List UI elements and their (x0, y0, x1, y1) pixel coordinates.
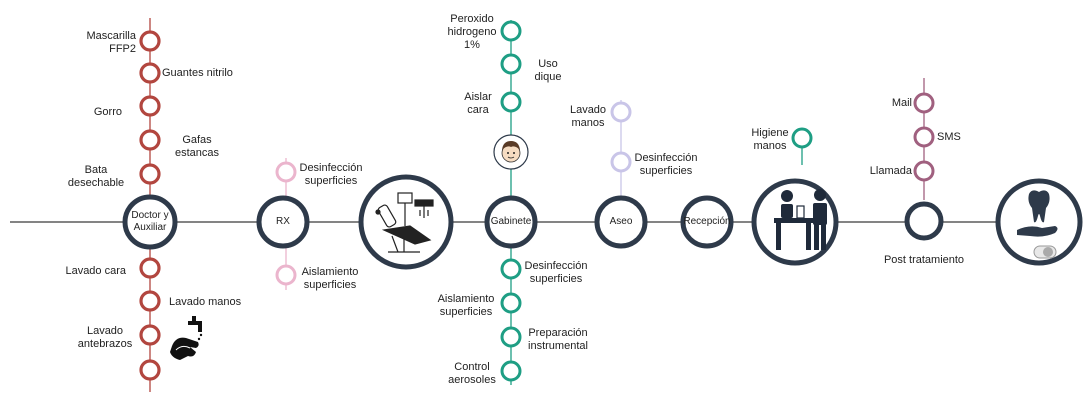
tooth-hand-icon (1017, 190, 1058, 259)
label-lavado-antebrazos: Lavado antebrazos (77, 325, 133, 350)
branch-dot-higiene (791, 127, 813, 149)
label-rx-aislamiento: Aislamiento superficies (301, 266, 359, 291)
aseo-branch-circles (610, 101, 632, 173)
label-higiene: Higiene manos (751, 127, 789, 152)
label-llamada: Llamada (869, 165, 912, 177)
label-mail: Mail (891, 97, 912, 109)
branch-dot-peroxido (500, 20, 522, 42)
branch-dot-rx-desinfeccion (275, 161, 297, 183)
branch-dot-aseo-lavado (610, 101, 632, 123)
branch-dot-guantes (139, 62, 161, 84)
label-control: Control aerosoles (448, 361, 496, 386)
label-sms: SMS (937, 131, 961, 143)
branch-dot-dique (500, 53, 522, 75)
label-aislar-cara: Aislar cara (464, 91, 492, 116)
node-post (904, 201, 944, 241)
branch-dot-gorro (139, 95, 161, 117)
branch-dot-rx-aislamiento (275, 264, 297, 286)
node-aseo (594, 195, 648, 249)
reception-desk-icon (774, 189, 827, 250)
gabinete-branch-circles (500, 20, 522, 382)
node-recepcion (680, 195, 734, 249)
label-aseo-lavado: Lavado manos (569, 104, 607, 129)
rx-branch-circles (275, 161, 297, 286)
doctor-branch-circles (139, 30, 161, 381)
handwash-icon (170, 316, 203, 360)
label-lavado-cara: Lavado cara (65, 265, 126, 277)
branch-dot-llamada (913, 160, 935, 182)
branch-dot-gab-desinfeccion (500, 258, 522, 280)
node-doctor (122, 194, 178, 250)
patient-face-icon (493, 134, 529, 170)
branch-dot-sms (913, 126, 935, 148)
label-guantes: Guantes nitrilo (162, 67, 233, 79)
label-gab-aislamiento: Aislamiento superficies (437, 293, 495, 318)
label-gab-desinfeccion: Desinfección superficies (524, 260, 588, 285)
branch-dot-lavado-manos (139, 290, 161, 312)
dental-chair-icon (375, 192, 434, 253)
node-label-gabinete: Gabinete (490, 216, 532, 227)
node-label-rx: RX (276, 216, 290, 227)
node-label-doctor: Doctor y Auxiliar (131, 210, 169, 233)
branch-dot-gafas (139, 129, 161, 151)
node-gabinete (484, 195, 538, 249)
branch-dot-gab-aislamiento (500, 292, 522, 314)
label-mascarilla: Mascarilla FFP2 (86, 30, 136, 55)
branch-dot-preparacion (500, 326, 522, 348)
label-uso-dique: Uso dique (534, 58, 562, 83)
post-branch-circles (913, 92, 935, 182)
branch-dot-mail (913, 92, 935, 114)
node-label-aseo: Aseo (609, 216, 633, 227)
label-bata: Bata desechable (67, 164, 125, 189)
label-gafas: Gafas estancas (174, 134, 220, 159)
node-label-recepcion: Recepción (683, 216, 731, 227)
branch-dot-extra (139, 359, 161, 381)
branch-dot-aseo-desinfeccion (610, 151, 632, 173)
branch-dot-bata (139, 163, 161, 185)
branch-dot-lavado-antebrazos (139, 324, 161, 346)
node-label-post: Post tratamiento (883, 254, 965, 266)
label-rx-desinfeccion: Desinfección superficies (299, 162, 363, 187)
node-rx (256, 195, 310, 249)
label-aseo-desinfeccion: Desinfección superficies (634, 152, 698, 177)
label-gorro: Gorro (93, 106, 122, 118)
branch-dot-control (500, 360, 522, 382)
label-lavado-manos: Lavado manos (169, 296, 242, 308)
branch-dot-mascarilla (139, 30, 161, 52)
branch-dot-aislar-cara (500, 91, 522, 113)
branch-dot-lavado-cara (139, 257, 161, 279)
label-peroxido: Peroxido hidrogeno 1% (447, 13, 497, 51)
recepcion-branch-circles (791, 127, 813, 149)
label-preparacion: Preparación instrumental (528, 327, 588, 352)
main-nodes (122, 194, 944, 250)
